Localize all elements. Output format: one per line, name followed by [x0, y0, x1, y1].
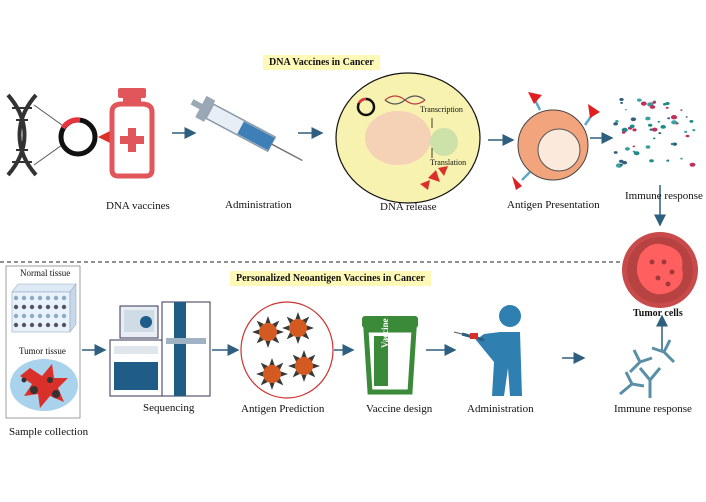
label-vaccine-jar: Vaccine [380, 318, 390, 348]
label-antigen-presentation: Antigen Presentation [507, 199, 600, 211]
label-normal-tissue: Normal tissue [20, 268, 71, 278]
normal-tissue-icon [11, 283, 77, 333]
label-vaccine-design: Vaccine design [366, 403, 433, 415]
plasmid-icon [58, 117, 98, 157]
sequencer-icon [109, 301, 211, 397]
label-antigen-prediction: Antigen Prediction [241, 403, 325, 415]
label-immune-response-top: Immune response [625, 190, 703, 202]
vaccine-jar-icon [362, 316, 418, 395]
label-tumor-cells: Tumor cells [633, 308, 683, 319]
dna-helix-icon [6, 93, 63, 177]
top-section-title: DNA Vaccines in Cancer [263, 55, 380, 70]
bottom-section-title: Personalized Neoantigen Vaccines in Canc… [230, 271, 431, 286]
host-cell-icon [335, 72, 481, 204]
antibodies-icon [619, 339, 676, 398]
label-tumor-tissue: Tumor tissue [19, 346, 66, 356]
antigen-prediction-icon [240, 301, 334, 399]
label-transcription: Transcription [420, 105, 463, 114]
label-dna-release: DNA release [380, 201, 437, 213]
tumor-cell-icon [622, 232, 698, 308]
label-translation: Translation [430, 158, 467, 167]
person-administration-icon [453, 305, 522, 396]
immune-response-particles [613, 98, 696, 168]
label-administration-bottom: Administration [467, 403, 534, 415]
tumor-tissue-icon [10, 359, 78, 411]
label-dna-vaccines: DNA vaccines [106, 200, 170, 212]
label-sequencing: Sequencing [143, 402, 195, 414]
antigen-presenting-cell-icon [512, 92, 600, 190]
syringe-icon [190, 95, 303, 162]
vial-icon [109, 88, 155, 179]
label-administration-top: Administration [225, 199, 292, 211]
label-sample-collection: Sample collection [9, 426, 89, 438]
label-immune-response-bottom: Immune response [614, 403, 692, 415]
